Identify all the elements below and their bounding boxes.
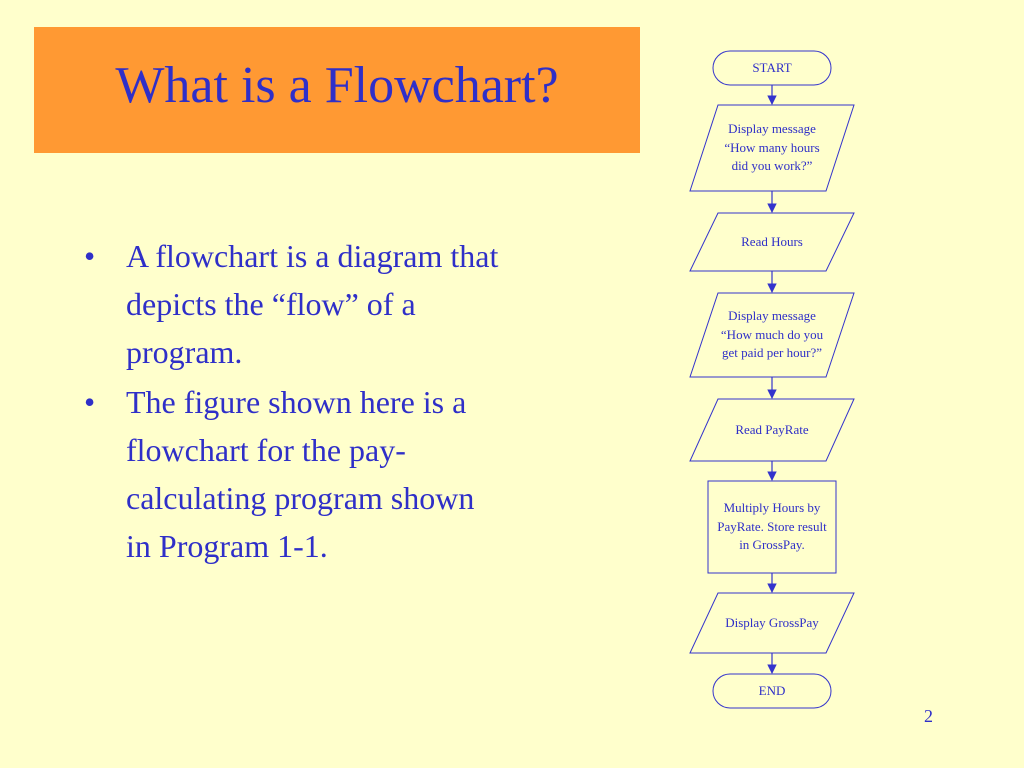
flowchart-step-label: Multiply Hours by PayRate. Store result … — [717, 500, 827, 553]
io-shape — [689, 292, 855, 378]
flowchart-step-label: Read PayRate — [735, 421, 809, 437]
bullet-item: • The figure shown here is a flowchart f… — [84, 378, 504, 570]
terminal-shape — [712, 673, 832, 709]
bullet-text: The figure shown here is a flowchart for… — [126, 384, 475, 564]
bullet-marker: • — [84, 238, 96, 274]
slide-title: What is a Flowchart? — [115, 57, 559, 114]
flowchart-step-label: START — [752, 59, 792, 75]
bullet-item: • A flowchart is a diagram that depicts … — [84, 232, 504, 376]
flowchart-step-label: Display GrossPay — [725, 614, 819, 630]
flowchart-step-label: Read Hours — [741, 233, 803, 249]
bullet-list: • A flowchart is a diagram that depicts … — [84, 232, 504, 572]
flowchart-step-label: Display message “How much do you get pai… — [720, 308, 824, 361]
bullet-marker: • — [84, 384, 96, 420]
bullet-text: A flowchart is a diagram that depicts th… — [126, 238, 499, 370]
io-shape — [689, 398, 855, 462]
flowchart-step-label: Display message “How many hours did you … — [724, 121, 820, 174]
io-shape — [689, 104, 855, 192]
flowchart-step-label: END — [758, 682, 786, 698]
io-shape — [689, 212, 855, 272]
title-box: What is a Flowchart? — [34, 27, 640, 153]
io-shape — [689, 592, 855, 654]
page-number: 2 — [924, 706, 933, 726]
